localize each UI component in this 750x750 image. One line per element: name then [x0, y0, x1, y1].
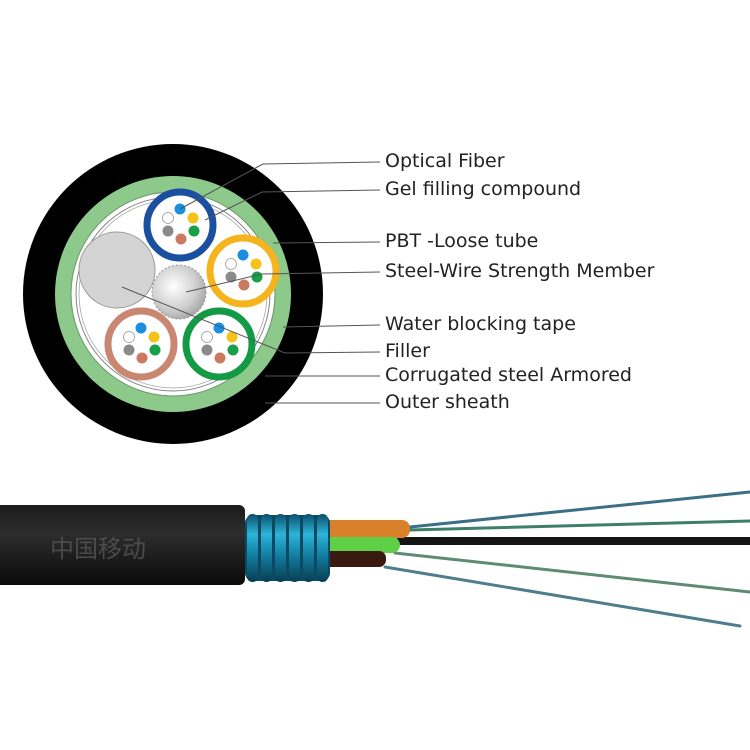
label-water-blocking-tape: Water blocking tape [385, 313, 576, 335]
leader-line [282, 324, 381, 328]
armor-ring [303, 514, 314, 582]
optical-fiber [201, 331, 213, 343]
armor-ring [289, 514, 300, 582]
outer-sheath-photo [0, 505, 245, 585]
optical-fiber [225, 271, 237, 283]
armor-ring [317, 514, 328, 582]
label-steel-wire-strength-member: Steel-Wire Strength Member [385, 260, 655, 282]
label-pbt-loose-tube: PBT -Loose tube [385, 230, 539, 252]
optical-fiber [162, 212, 174, 224]
tube-green-ring [182, 307, 256, 381]
optical-fiber [226, 331, 238, 343]
cable-print: 中国移动 [50, 535, 146, 563]
leader-line [204, 189, 381, 221]
loose-tube-green [182, 307, 256, 381]
optical-fiber [237, 249, 249, 261]
label-gel-filling-compound: Gel filling compound [385, 178, 582, 200]
leader-line [121, 286, 381, 354]
optical-fiber [188, 225, 200, 237]
fibers [383, 490, 750, 628]
optical-fiber [148, 331, 160, 343]
leader-line [179, 161, 381, 210]
optical-fiber [238, 279, 250, 291]
corrugated-armor-photo [245, 514, 330, 582]
optical-fiber [225, 258, 237, 270]
cross-section [23, 144, 323, 444]
tube-brown-ring [104, 307, 178, 381]
optical-fiber [162, 225, 174, 237]
optical-fiber [136, 352, 148, 364]
leader-line [272, 241, 381, 244]
label-outer-sheath: Outer sheath [385, 391, 510, 413]
optical-fiber [201, 344, 213, 356]
filler [78, 231, 156, 309]
optical-fiber [214, 352, 226, 364]
armor-ring [275, 514, 286, 582]
optical-fiber [135, 322, 147, 334]
label-optical-fiber: Optical Fiber [385, 150, 505, 172]
loose-tube-blue [143, 188, 217, 262]
optical-fiber [175, 233, 187, 245]
optical-fiber [250, 258, 262, 270]
optical-fiber [251, 271, 263, 283]
optical-fiber [187, 212, 199, 224]
loose-tubes [320, 520, 410, 567]
loose-tube-yellow [206, 234, 280, 308]
tube-yellow-ring [206, 234, 280, 308]
tube-blue-ring [143, 188, 217, 262]
cable-photo: 中国移动 [0, 490, 750, 628]
label-corrugated-steel-armored: Corrugated steel Armored [385, 364, 632, 386]
optical-fiber [149, 344, 161, 356]
optical-fiber [123, 344, 135, 356]
armor-ring [261, 514, 272, 582]
steel-wire-strength-member [151, 264, 207, 320]
optical-fiber [227, 344, 239, 356]
loose-tube-brown [104, 307, 178, 381]
armor-ring [247, 514, 258, 582]
label-filler: Filler [385, 340, 430, 362]
leader-lines [121, 161, 381, 404]
leader-line [185, 271, 381, 293]
optical-fiber [123, 331, 135, 343]
